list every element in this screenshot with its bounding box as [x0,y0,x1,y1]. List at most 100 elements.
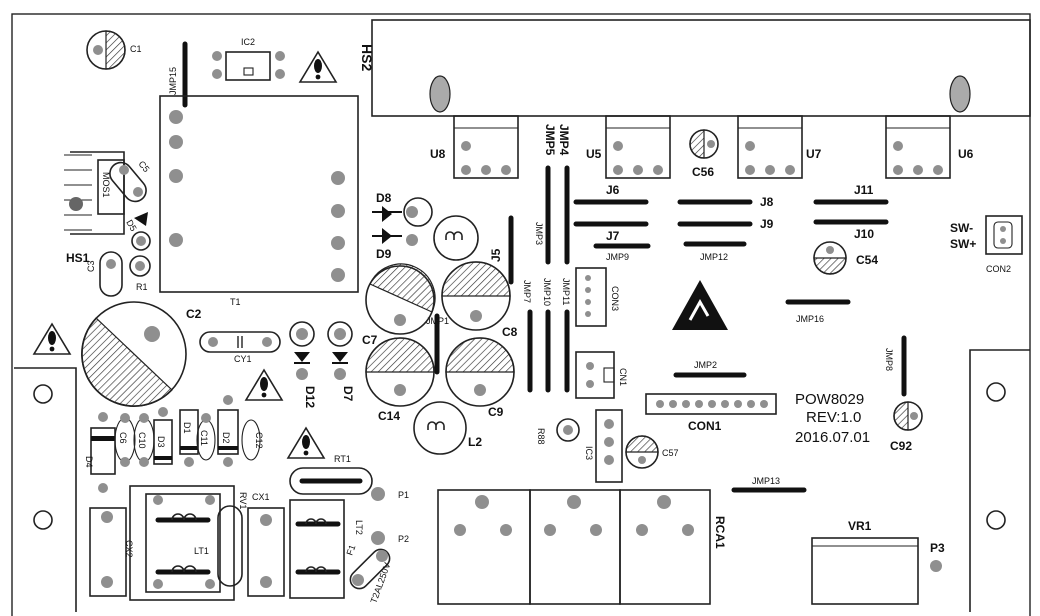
label-c9: C9 [488,405,504,419]
test-point-p1: P1 [371,487,409,501]
label-rt1: RT1 [334,454,351,464]
label-con2: CON2 [986,264,1011,274]
label-con3: CON3 [610,286,620,311]
label-u5: U5 [586,147,602,161]
label-con1: CON1 [688,419,722,433]
capacitor-c14: C14 [365,337,435,423]
label-c10: C10 [137,432,147,449]
capacitor-cy1: CY1 [199,331,281,364]
label-c12: C12 [254,432,264,449]
label-c92: C92 [890,439,912,453]
connector-con3: CON3 [575,267,620,327]
label-c2: C2 [186,307,202,321]
label-jmp15: JMP15 [168,67,178,95]
transformer-t1: T1 [159,95,359,307]
label-c3: C3 [86,260,96,272]
label-j7: J7 [606,229,620,243]
label-u8: U8 [430,147,446,161]
warning-icon [287,427,325,459]
board-date: 2016.07.01 [795,429,870,446]
label-jmp5: JMP5 [543,124,557,156]
board-revision: REV:1.0 [806,409,861,426]
label-c11: C11 [199,430,209,446]
regulator-u5: U5 [586,115,671,179]
label-p1: P1 [398,490,409,500]
label-c5: C5 [136,159,151,174]
connector-cn1: CN1 [575,351,628,399]
thermistor-rt1: RT1 [289,454,373,495]
capacitor-c5: C5 [109,159,152,203]
label-c7: C7 [362,333,378,347]
label-cn1: CN1 [618,368,628,386]
label-d3: D3 [156,436,166,448]
jumpers-middle: J6 J7 JMP9 J8 J9 JMP12 J11 J10 JMP16 JMP… [573,183,907,493]
label-cx1: CX1 [252,492,270,502]
label-p2: P2 [398,534,409,544]
diode-d12: D12 [289,321,317,408]
capacitor-c57: C57 [625,435,679,469]
potentiometer-vr1: VR1 [811,519,919,605]
label-d5: D5 [124,218,138,233]
jumper-j5: J5 [489,215,514,285]
label-jmp16: JMP16 [796,314,824,324]
label-jmp9: JMP9 [606,252,629,262]
label-j8: J8 [760,195,774,209]
inductor-small [433,215,479,261]
capacitor-c1: C1 [86,30,142,70]
heatsink-hs1: MOS1 HS1 [64,151,125,265]
label-vr1: VR1 [848,519,872,533]
label-l2: L2 [468,435,482,449]
diode-d8-d9: D8 D9 [372,191,433,261]
capacitor-cx1: CX1 [247,492,285,597]
resistor-r1: R1 [129,255,151,292]
label-d1: D1 [182,422,192,434]
test-point-p3: P3 [930,541,945,572]
fuse-f1: F1 T2AL250V [344,543,392,604]
label-lt1: LT1 [194,546,209,556]
label-jmp10: JMP10 [542,278,552,306]
resistor-r88: R88 [536,418,580,445]
label-jmp7: JMP7 [522,280,532,303]
inductor-lt2: LT2 [289,499,364,599]
label-j11: J11 [854,183,874,197]
capacitor-c3: C3 [86,251,123,297]
warning-icon [33,323,71,355]
connector-con2: SW- SW+ CON2 [950,215,1023,274]
ic3: IC3 [584,409,623,483]
capacitor-cx2: CX2 [89,507,134,597]
diode-d4: D4 [84,412,116,493]
diode-d7: D7 [327,321,355,402]
label-r88: R88 [536,428,546,445]
capacitor-c2: C2 [81,301,202,407]
label-c8: C8 [502,325,518,339]
capacitor-c92: C92 [890,401,923,453]
label-t1: T1 [230,297,241,307]
label-jmp2: JMP2 [694,360,717,370]
connector-rca1: RCA1 [437,489,727,605]
regulator-u6: U6 [885,115,974,179]
label-d8: D8 [376,191,392,205]
label-jmp13: JMP13 [752,476,780,486]
test-point-p2: P2 [371,531,409,545]
label-jmp1: JMP1 [426,316,449,326]
label-j6: J6 [606,183,620,197]
capacitor-row: C6 C10 D3 D1 C11 D2 C12 [114,395,264,467]
label-c1: C1 [130,44,142,54]
label-j5: J5 [489,248,503,262]
label-hs2: HS2 [359,44,375,71]
label-sw-minus: SW- [950,221,973,235]
heatsink-hs2: HS2 [359,19,1031,117]
connector-con1: CON1 [645,393,777,433]
jumper-jmp1: JMP1 [426,313,449,375]
label-c57: C57 [662,448,679,458]
label-cx2: CX2 [124,540,134,558]
varistor-rv1: RV1 [217,492,248,587]
board-info: POW8029 REV:1.0 2016.07.01 [795,391,870,446]
capacitor-c7: C7 [362,263,436,347]
capacitor-c54: C54 [813,241,878,275]
regulator-u7: U7 [737,115,822,179]
label-cy1: CY1 [234,354,252,364]
fuse-rating: T2AL250V [368,561,392,604]
label-c14: C14 [378,409,400,423]
